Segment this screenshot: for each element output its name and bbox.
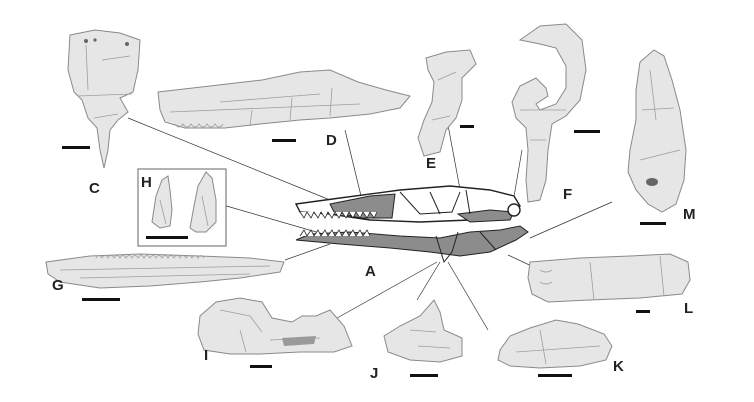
specimen-g: G [45,253,285,301]
scale-bar-e [460,125,474,128]
label-c: C [89,180,100,197]
label-a: A [365,263,376,280]
label-k: K [613,358,624,375]
label-m: M [683,206,696,223]
specimen-m: M [627,49,696,225]
leader-j [416,261,441,301]
scale-bar-k [538,374,572,377]
label-e: E [426,155,436,172]
specimen-a-skull: A [294,185,529,280]
scale-bar-i [250,365,272,368]
leader-lines [127,117,613,331]
label-h: H [141,174,152,191]
scale-bar-h [146,236,188,239]
leader-m [529,201,613,239]
label-d: D [326,132,337,149]
specimen-h: H [137,168,227,247]
specimen-i: I [197,297,353,368]
specimen-d: D [157,69,411,149]
scale-bar-c [62,146,90,149]
scale-bar-j [410,374,438,377]
scale-bar-m [640,222,666,225]
scale-bar-f [574,130,600,133]
label-j: J [370,365,378,382]
specimen-f: F [511,23,600,203]
label-i: I [204,347,208,364]
label-g: G [52,277,64,294]
specimen-c: C [62,29,141,197]
leader-h [222,204,331,237]
leader-g [284,243,331,261]
specimen-k: K [497,319,624,377]
label-l: L [684,300,693,317]
scale-bar-g [82,298,120,301]
scale-bar-d [272,139,296,142]
leader-c [127,117,331,201]
specimen-e: E [417,49,477,172]
scale-bar-l [636,310,650,313]
leader-i [329,261,438,323]
specimen-l: L [527,253,693,317]
leader-d [344,129,363,201]
specimen-j: J [370,299,463,382]
label-f: F [563,186,572,203]
leader-k [447,261,489,331]
